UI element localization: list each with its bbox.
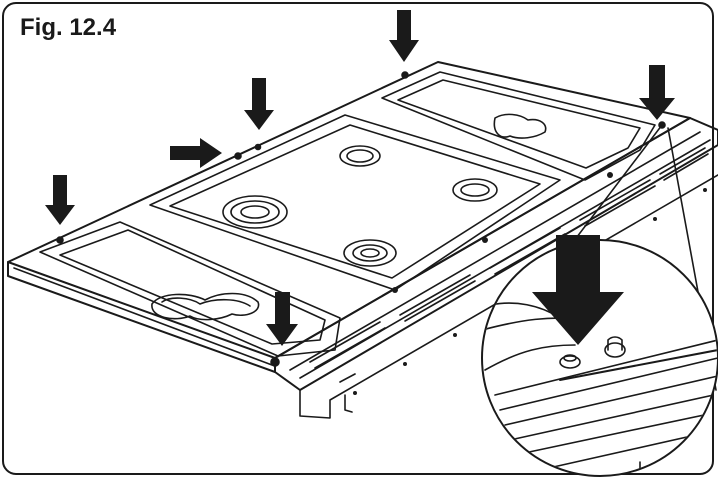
arrows (45, 10, 675, 346)
figure-border (2, 2, 714, 475)
burner-right (452, 178, 498, 202)
right-pan (381, 71, 656, 181)
control-panel-strip (274, 117, 718, 419)
burner-large (222, 195, 288, 229)
down-arrow-icon (389, 10, 419, 62)
down-arrow-icon (266, 292, 298, 346)
burner-front (343, 239, 397, 267)
burners (222, 145, 498, 267)
center-pan (149, 114, 561, 291)
down-arrow-icon (532, 235, 624, 345)
down-arrow-icon (639, 65, 675, 120)
right-arrow-icon (170, 138, 222, 168)
down-arrow-icon (45, 175, 75, 225)
down-arrow-icon (244, 78, 274, 130)
burner-rear (339, 145, 381, 167)
figure-title: Fig. 12.4 (20, 14, 117, 41)
